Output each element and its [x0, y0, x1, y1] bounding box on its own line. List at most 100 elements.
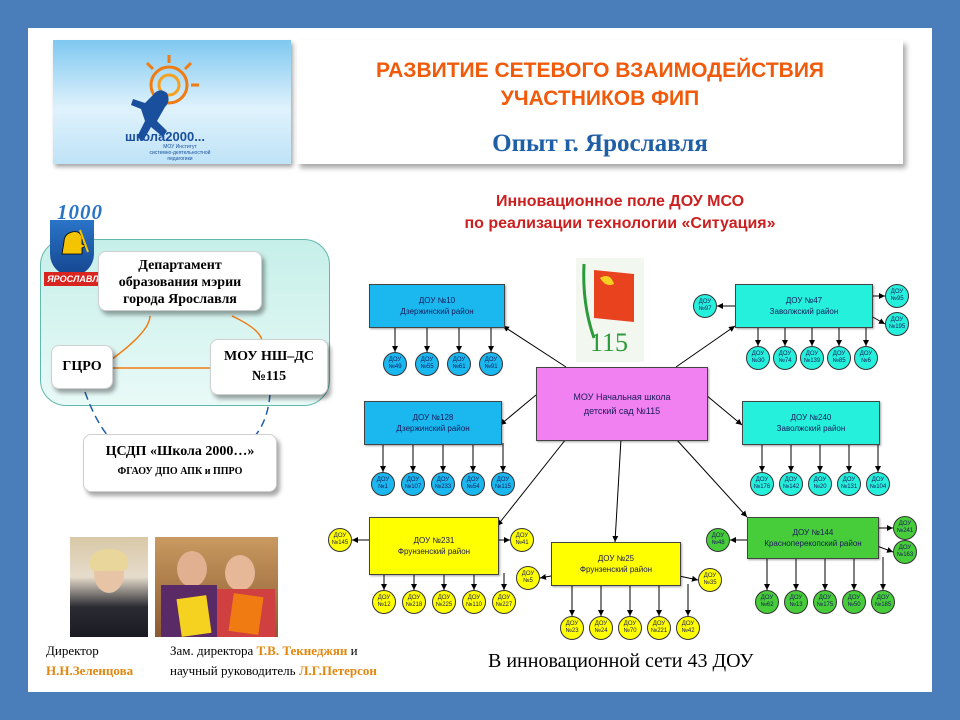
department-box: Департамент образования мэрии города Яро… [98, 251, 262, 311]
book-left [176, 595, 212, 637]
emblem-city: ЯРОСЛАВЛЬ [44, 272, 108, 286]
child-dou-circle: ДОУ №49 [383, 352, 407, 376]
title-banner: РАЗВИТИЕ СЕТЕВОГО ВЗАИМОДЕЙСТВИЯ УЧАСТНИ… [297, 40, 903, 164]
child-dou-circle: ДОУ №13 [784, 590, 808, 614]
child-dou-circle: ДОУ №131 [837, 472, 861, 496]
child-dou-circle: ДОУ №91 [479, 352, 503, 376]
deputy-left-face [177, 551, 207, 587]
supervisor-name: Л.Г.Петерсон [298, 663, 377, 678]
child-dou-circle: ДОУ №107 [401, 472, 425, 496]
extra-dou-circle: ДОУ №5 [516, 566, 540, 590]
group-name: ДОУ №25 [597, 554, 635, 563]
child-dou-circle: ДОУ №139 [800, 346, 824, 370]
director-photo [70, 537, 148, 637]
child-dou-circle: ДОУ №50 [842, 590, 866, 614]
group-name: ДОУ №128 [412, 413, 454, 422]
deputy-right-face [225, 555, 255, 591]
extra-dou-circle: ДОУ №95 [885, 284, 909, 308]
book-right [228, 593, 264, 635]
deputy-name: Т.В. Текнеджян [256, 643, 348, 658]
school-115-number: 115 [590, 328, 629, 357]
child-dou-circle: ДОУ №24 [589, 616, 613, 640]
mou-box: МОУ НШ–ДС №115 [210, 339, 328, 395]
extra-dou-circle: ДОУ №97 [693, 294, 717, 318]
mou-line-1: МОУ НШ–ДС [223, 349, 315, 364]
child-dou-circle: ДОУ №104 [866, 472, 890, 496]
page-title-line-2: УЧАСТНИКОВ ФИП [500, 87, 700, 110]
child-dou-circle: ДОУ №233 [431, 472, 455, 496]
group-district: Фрунзенский район [397, 547, 471, 556]
child-dou-circle: ДОУ №61 [447, 352, 471, 376]
child-dou-circle: ДОУ №221 [647, 616, 671, 640]
child-dou-circle: ДОУ №175 [813, 590, 837, 614]
deputy-photo [155, 537, 278, 637]
child-dou-circle: ДОУ №23 [560, 616, 584, 640]
child-dou-circle: ДОУ №225 [432, 590, 456, 614]
child-dou-circle: ДОУ №218 [402, 590, 426, 614]
group-name: ДОУ №144 [792, 528, 834, 537]
child-dou-circle: ДОУ №54 [461, 472, 485, 496]
mou-line-2: №115 [251, 369, 287, 384]
child-dou-circle: ДОУ №55 [415, 352, 439, 376]
director-name: Н.Н.Зеленцова [46, 663, 134, 678]
group-district: Дзержинский район [396, 424, 470, 433]
deputy-prefix: Зам. директора [170, 643, 254, 658]
child-dou-circle: ДОУ №30 [746, 346, 770, 370]
logo-line-2: системно-деятельностной [149, 150, 211, 156]
deputy-caption: Зам. директора Т.В. Текнеджян и [170, 643, 358, 659]
group-name: ДОУ №240 [790, 413, 832, 422]
group-name: ДОУ №231 [413, 536, 455, 545]
diagram-title-line-1: Инновационное поле ДОУ МСО [495, 193, 745, 210]
csdp-line-1: ЦСДП «Школа 2000…» [105, 444, 255, 459]
child-dou-circle: ДОУ №20 [808, 472, 832, 496]
child-dou-circle: ДОУ №6 [854, 346, 878, 370]
supervisor-caption: научный руководитель Л.Г.Петерсон [170, 663, 377, 679]
department-line-3: города Ярославля [123, 292, 237, 307]
child-dou-circle: ДОУ №185 [871, 590, 895, 614]
group-name: ДОУ №47 [785, 296, 823, 305]
diagram-title-line-2: по реализации технологии «Ситуация» [464, 215, 776, 232]
book-logo-icon [582, 263, 634, 339]
child-dou-circle: ДОУ №227 [492, 590, 516, 614]
child-dou-circle: ДОУ №42 [676, 616, 700, 640]
gcro-box: ГЦРО [51, 345, 113, 389]
extra-dou-circle: ДОУ №48 [706, 528, 730, 552]
child-dou-circle: ДОУ №62 [755, 590, 779, 614]
director-hair [90, 549, 128, 571]
school-115-logo: 115 [576, 258, 644, 362]
group-district: Красноперекопский район [764, 539, 862, 548]
sun-figure-icon [131, 55, 199, 141]
extra-dou-circle: ДОУ №163 [893, 540, 917, 564]
group-district: Дзержинский район [400, 307, 474, 316]
child-dou-circle: ДОУ №85 [827, 346, 851, 370]
school-2000-logo: школа2000... МОУ Институт системно-деяте… [53, 40, 291, 164]
network-note: В инновационной сети 43 ДОУ [488, 650, 754, 672]
group-district: Фрунзенский район [579, 565, 653, 574]
logo-line-3: педагогики [167, 156, 193, 162]
child-dou-circle: ДОУ №142 [779, 472, 803, 496]
child-dou-circle: ДОУ №1 [371, 472, 395, 496]
center-line-1: МОУ Начальная школа [573, 392, 671, 402]
page-subtitle: Опыт г. Ярославля [492, 130, 708, 157]
logo-line-1: МОУ Институт [163, 144, 197, 150]
department-line-2: образования мэрии [118, 275, 242, 290]
group-name: ДОУ №10 [418, 296, 456, 305]
extra-dou-circle: ДОУ №145 [328, 528, 352, 552]
yaroslavl-emblem: 1000 ЯРОСЛАВЛЬ [44, 200, 116, 296]
child-dou-circle: ДОУ №110 [462, 590, 486, 614]
supervisor-prefix: научный руководитель [170, 663, 296, 678]
group-district: Заволжский район [769, 307, 839, 316]
child-dou-circle: ДОУ №70 [618, 616, 642, 640]
child-dou-circle: ДОУ №115 [491, 472, 515, 496]
director-role: Директор [46, 643, 99, 658]
center-line-2: детский сад №115 [583, 406, 661, 416]
bear-icon [61, 229, 89, 255]
extra-dou-circle: ДОУ №35 [698, 568, 722, 592]
